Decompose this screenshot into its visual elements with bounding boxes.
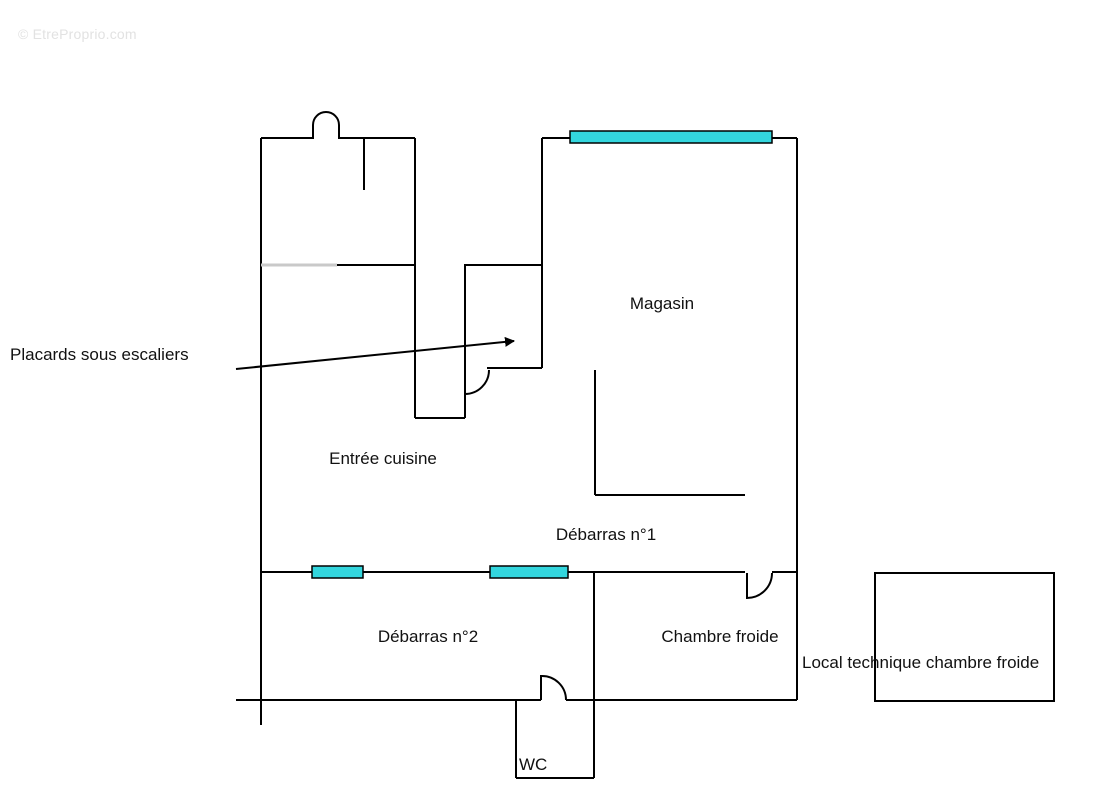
window-debarras-2-left: [311, 565, 364, 579]
wc-door: [540, 674, 568, 701]
lower-walls: [236, 565, 797, 779]
label-local-technique: Local technique chambre froide: [802, 653, 1039, 672]
annotation-arrow: [235, 336, 515, 370]
upper-left-walls: [260, 111, 465, 725]
label-debarras-1: Débarras n°1: [556, 525, 656, 544]
magasin-walls: [542, 130, 798, 700]
label-placards: Placards sous escaliers: [10, 345, 189, 364]
watermark: © EtreProprio.com: [18, 26, 137, 42]
closet-door-arc: [464, 369, 490, 395]
label-magasin: Magasin: [630, 294, 694, 313]
label-chambre-froide: Chambre froide: [661, 627, 778, 646]
window-debarras-2-right: [489, 565, 569, 579]
label-debarras-2: Débarras n°2: [378, 627, 478, 646]
chambre-froide-door: [746, 572, 773, 600]
label-entree-cuisine: Entrée cuisine: [329, 449, 437, 468]
local-technique-box: [874, 572, 1055, 702]
closet-walls: [464, 138, 543, 418]
window-magasin: [569, 130, 773, 144]
label-wc: WC: [519, 755, 547, 774]
